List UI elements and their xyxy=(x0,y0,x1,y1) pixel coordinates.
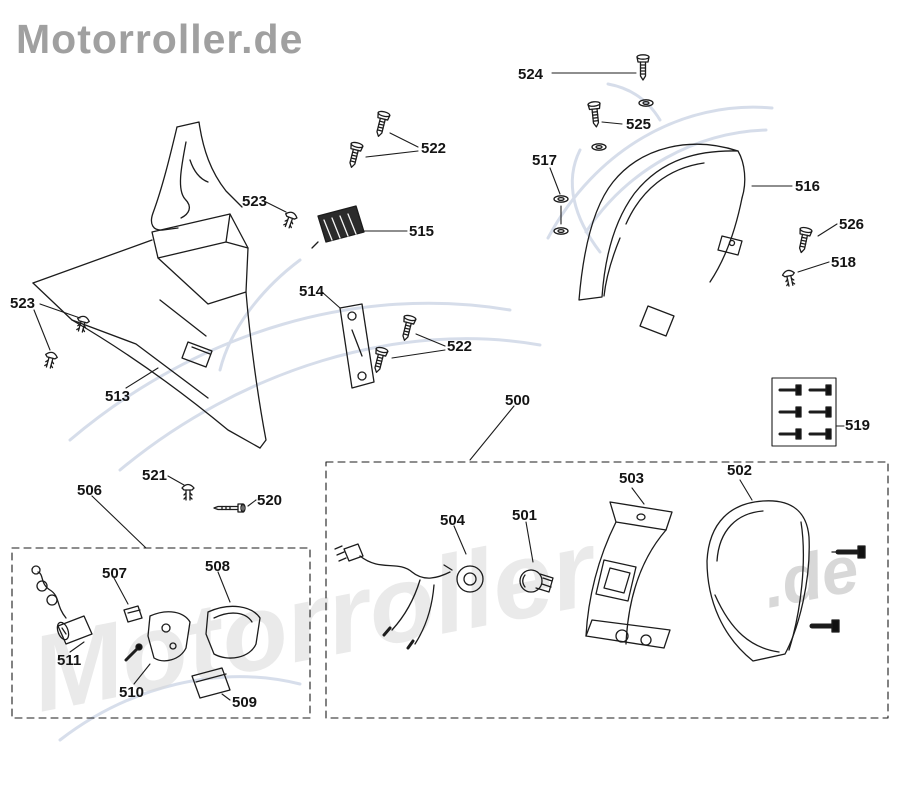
part-label-500: 500 xyxy=(505,392,531,409)
part-label-511: 511 xyxy=(57,652,82,669)
bolt-icon xyxy=(587,100,604,129)
bolt-icon xyxy=(397,313,418,343)
washer-icon xyxy=(553,227,569,235)
lock-set-drawing xyxy=(31,565,261,699)
grille-drawing xyxy=(311,205,365,249)
part-label-510: 510 xyxy=(119,684,145,701)
bulb-drawing xyxy=(519,569,554,593)
part-label-509: 509 xyxy=(232,694,258,711)
watermark-text-suffix: .de xyxy=(757,531,865,622)
washer-icon xyxy=(591,143,607,151)
part-label-503: 503 xyxy=(619,470,645,487)
part-label-523-b: 523 xyxy=(10,295,36,312)
taillight-housing-drawing xyxy=(585,501,673,649)
clip-icon xyxy=(181,483,195,501)
part-label-520: 520 xyxy=(257,492,283,509)
part-label-507: 507 xyxy=(102,565,128,582)
clip-icon xyxy=(41,350,59,370)
part-label-524: 524 xyxy=(518,66,544,83)
screw-icon xyxy=(213,503,246,513)
bolt-icon xyxy=(794,225,813,255)
leader-lines xyxy=(33,72,845,701)
clip-icon xyxy=(781,268,798,288)
hardware-icons xyxy=(41,54,813,513)
washer-icon xyxy=(553,195,569,203)
watermark-text: Motorroller .de xyxy=(21,506,864,734)
part-label-513: 513 xyxy=(105,388,131,405)
part-label-502: 502 xyxy=(727,462,753,479)
part-label-514: 514 xyxy=(299,283,325,300)
front-fender-drawing xyxy=(32,121,267,449)
part-label-517: 517 xyxy=(532,152,558,169)
part-label-504: 504 xyxy=(440,512,466,529)
bolt-icon xyxy=(344,140,365,170)
lock-set-group-box xyxy=(11,547,311,719)
bolt-icon xyxy=(371,109,392,139)
bolt-icon xyxy=(636,54,650,81)
bracket-drawing xyxy=(339,303,375,389)
part-label-523-a: 523 xyxy=(242,193,268,210)
part-label-506: 506 xyxy=(77,482,103,499)
site-logo: Motorroller.de xyxy=(16,16,304,62)
watermark-swoosh xyxy=(58,82,774,742)
part-label-522-a: 522 xyxy=(421,140,447,157)
screw-set-drawing xyxy=(771,377,837,447)
bolt-icon xyxy=(369,345,390,375)
part-label-508: 508 xyxy=(205,558,231,575)
taillight-group-box xyxy=(325,461,889,719)
part-label-501: 501 xyxy=(512,507,538,524)
watermark-text-main: Motorroller xyxy=(21,506,609,734)
part-label-518: 518 xyxy=(831,254,857,271)
rear-fender-drawing xyxy=(578,143,746,337)
clip-icon xyxy=(280,209,299,230)
part-label-515: 515 xyxy=(409,223,435,240)
part-label-516: 516 xyxy=(795,178,821,195)
part-label-521: 521 xyxy=(142,467,168,484)
part-label-525: 525 xyxy=(626,116,652,133)
part-label-526: 526 xyxy=(839,216,865,233)
part-label-522-b: 522 xyxy=(447,338,473,355)
part-label-519: 519 xyxy=(845,417,871,434)
wiring-harness-drawing xyxy=(334,543,484,650)
taillight-screws-drawing xyxy=(809,545,866,633)
taillight-lens-drawing xyxy=(706,500,810,662)
